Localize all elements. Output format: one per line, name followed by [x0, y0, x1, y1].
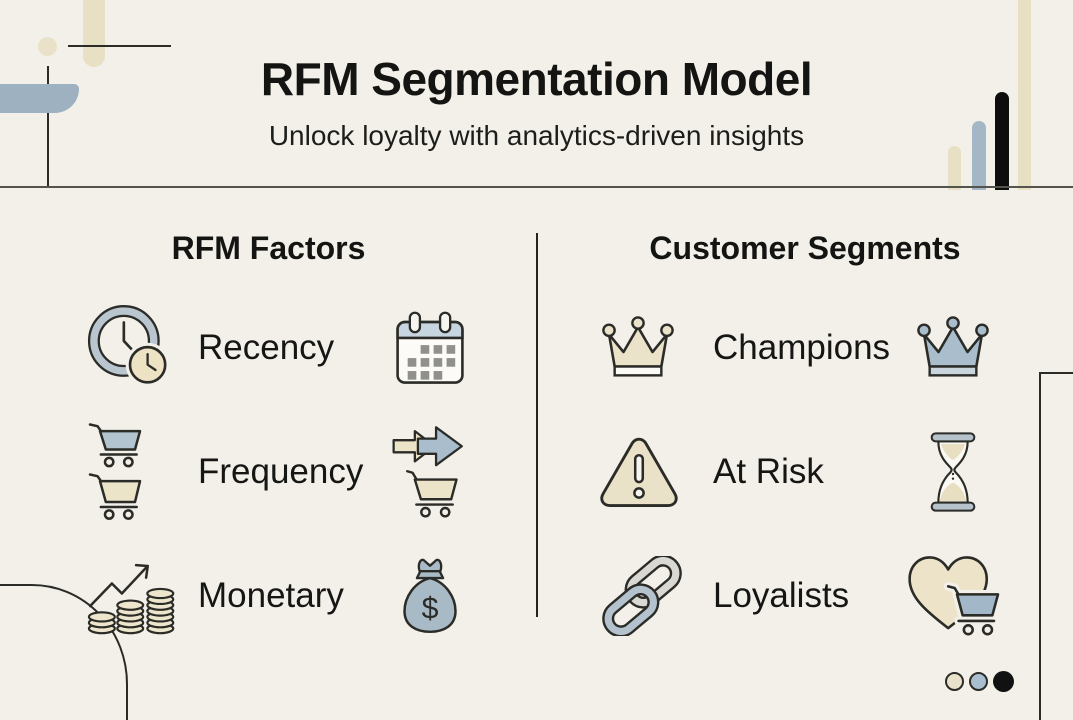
segment-label: Champions — [713, 328, 891, 367]
header: RFM Segmentation Model Unlock loyalty wi… — [0, 0, 1073, 188]
factor-row-frequency: Frequency — [0, 410, 537, 534]
segments-heading: Customer Segments — [649, 230, 961, 266]
stacked-carts-icon — [86, 422, 186, 522]
decor-top-right-blue-bar — [972, 121, 986, 190]
repeat-purchase-arrows-cart-icon — [387, 422, 473, 522]
segment-row-loyalists: Loyalists — [537, 534, 1073, 658]
crown-beige-icon — [597, 315, 701, 381]
coins-growth-icon — [86, 553, 186, 639]
decor-top-left-blue-shape — [0, 84, 79, 113]
clock-icon — [86, 304, 186, 392]
page-title: RFM Segmentation Model — [260, 53, 813, 105]
segment-label: At Risk — [713, 452, 824, 491]
decor-top-left-beige-circle — [38, 37, 57, 56]
crown-blue-icon — [903, 315, 1003, 381]
pagination-dots — [945, 671, 1014, 692]
pagination-dot-black[interactable] — [993, 671, 1014, 692]
warning-triangle-icon — [597, 433, 701, 511]
decor-top-right-beige-short-bar — [948, 146, 961, 190]
chain-link-icon — [597, 556, 701, 636]
column-customer-segments: Customer Segments Champions — [537, 190, 1073, 720]
pagination-dot-blue[interactable] — [969, 672, 988, 691]
factor-row-monetary: Monetary $ — [0, 534, 537, 658]
content: RFM Factors Recency — [0, 190, 1073, 720]
factor-label: Monetary — [198, 576, 344, 615]
column-divider-line — [536, 233, 538, 617]
hourglass-icon — [903, 430, 1003, 514]
factor-label: Recency — [198, 328, 335, 367]
factor-label: Frequency — [198, 452, 364, 491]
pagination-dot-beige[interactable] — [945, 672, 964, 691]
page-subtitle: Unlock loyalty with analytics-driven ins… — [268, 120, 805, 151]
money-bag-icon: $ — [387, 554, 473, 638]
factors-heading: RFM Factors — [171, 230, 366, 266]
column-rfm-factors: RFM Factors Recency — [0, 190, 537, 720]
segment-row-at-risk: At Risk — [537, 410, 1073, 534]
decor-top-left-vertical-line — [47, 66, 49, 188]
decor-top-right-beige-tall-bar — [1018, 0, 1031, 190]
factor-row-recency: Recency — [0, 286, 537, 410]
decor-top-left-horizontal-line — [68, 45, 171, 47]
segment-row-champions: Champions — [537, 286, 1073, 410]
svg-text:$: $ — [422, 593, 439, 626]
segment-label: Loyalists — [713, 576, 850, 615]
decor-top-right-black-bar — [995, 92, 1009, 190]
calendar-icon — [387, 309, 473, 387]
decor-top-left-beige-bar — [83, 0, 105, 67]
heart-cart-icon — [903, 551, 1003, 641]
decor-bottom-right-corner-line — [1039, 372, 1073, 720]
